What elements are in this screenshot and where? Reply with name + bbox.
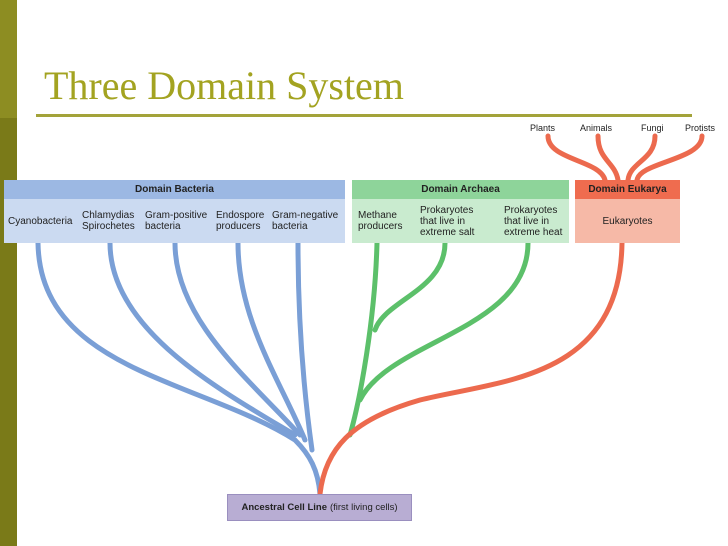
group-chlamydias-spirochetes: Chlamydias Spirochetes <box>82 210 135 232</box>
branch-plants <box>545 133 608 183</box>
root-name: Ancestral Cell Line <box>241 502 327 513</box>
domain-eukarya-header: Domain Eukarya <box>575 180 680 199</box>
branch-extreme-salt <box>372 240 448 333</box>
group-gram-positive: Gram-positive bacteria <box>145 210 208 232</box>
branch-animals <box>595 133 621 183</box>
domain-eukarya-groups: Eukaryotes <box>575 199 680 243</box>
eukarya-branches <box>317 133 705 497</box>
branch-fungi <box>625 133 658 183</box>
branch-cyanobacteria <box>35 240 323 497</box>
ancestral-cell-line-box: Ancestral Cell Line (first living cells) <box>227 494 412 521</box>
branch-methane <box>347 240 380 438</box>
branch-protists <box>634 133 705 183</box>
domain-bacteria-groups: Cyanobacteria Chlamydias Spirochetes Gra… <box>4 199 345 243</box>
group-eukaryotes: Eukaryotes <box>602 215 653 227</box>
branch-eukaryotes <box>317 240 625 497</box>
title-rule <box>36 114 692 117</box>
branch-gram-positive <box>172 240 303 438</box>
group-cyanobacteria: Cyanobacteria <box>8 215 73 227</box>
domain-bacteria-header: Domain Bacteria <box>4 180 345 199</box>
root-note: (first living cells) <box>329 502 398 513</box>
eukarya-subgroup-protists: Protists <box>685 123 716 133</box>
branch-extreme-heat <box>357 240 531 403</box>
archaea-branches <box>347 240 531 438</box>
group-methane-producers: Methane producers <box>358 210 403 232</box>
eukarya-subgroup-fungi: Fungi <box>641 123 664 133</box>
eukarya-subgroup-animals: Animals <box>580 123 613 133</box>
group-gram-negative: Gram-negative bacteria <box>272 210 339 232</box>
group-extreme-salt: Prokaryotes that live in extreme salt <box>420 204 475 238</box>
group-endospore-producers: Endospore producers <box>216 210 265 232</box>
bacteria-branches <box>35 240 323 497</box>
slide-sidebar-accent <box>0 0 17 118</box>
branch-endospore <box>235 240 308 443</box>
slide-sidebar-bar <box>0 0 17 546</box>
group-extreme-heat: Prokaryotes that live in extreme heat <box>504 204 563 238</box>
slide-title: Three Domain System <box>44 63 404 108</box>
branch-chlamydias <box>107 240 298 438</box>
eukarya-subgroup-plants: Plants <box>530 123 556 133</box>
branch-gram-negative <box>295 240 315 453</box>
domain-archaea-header: Domain Archaea <box>352 180 569 199</box>
domain-archaea-groups: Methane producers Prokaryotes that live … <box>352 199 569 243</box>
